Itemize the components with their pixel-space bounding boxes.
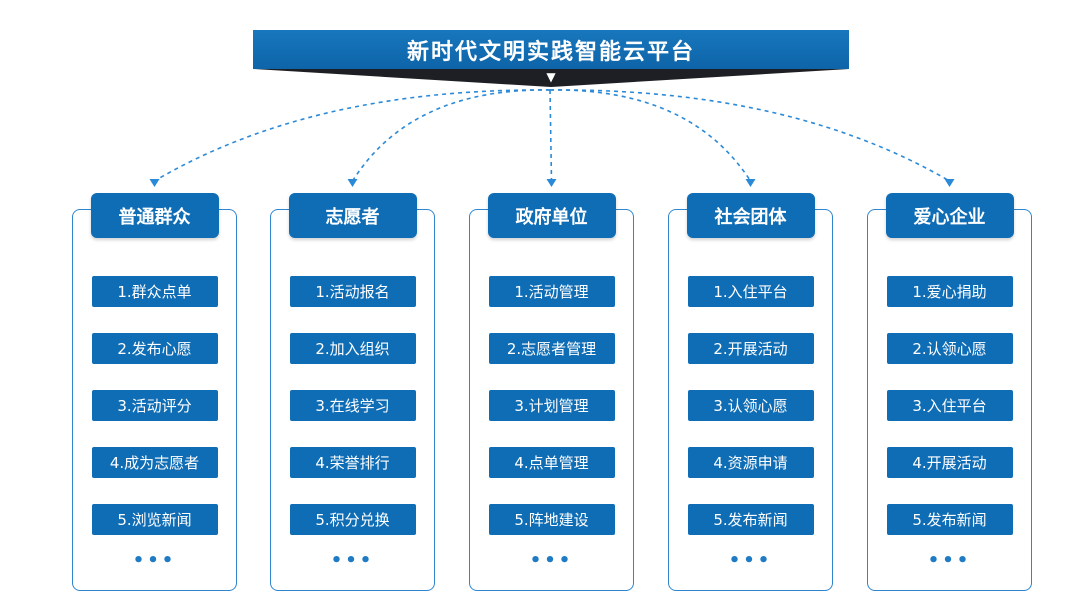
dashed-connector: [549, 89, 553, 182]
dashed-connector: [154, 89, 551, 182]
feature-item: 3.入住平台: [886, 390, 1013, 421]
triangle-down-icon: ▼: [546, 70, 556, 84]
role-header: 普通群众: [90, 193, 219, 238]
more-items-ellipsis: •••: [330, 550, 375, 571]
arrow-down-icon: [347, 179, 358, 187]
platform-title: 新时代文明实践智能云平台: [406, 39, 695, 65]
dashed-connector: [549, 89, 950, 182]
role-header: 社会团体: [686, 193, 815, 238]
feature-item: 2.开展活动: [687, 333, 814, 364]
feature-item: 3.活动评分: [91, 390, 218, 421]
feature-item: 2.认领心愿: [886, 333, 1013, 364]
arrow-down-icon: [944, 179, 955, 187]
feature-item: 3.认领心愿: [687, 390, 814, 421]
feature-item: 4.资源申请: [687, 447, 814, 478]
feature-item: 2.志愿者管理: [488, 333, 615, 364]
arrow-down-icon: [745, 179, 756, 187]
role-header: 政府单位: [487, 193, 616, 238]
feature-item: 5.阵地建设: [488, 504, 615, 535]
arrow-down-icon: [149, 179, 160, 187]
feature-item: 3.计划管理: [488, 390, 615, 421]
feature-item: 1.活动管理: [488, 276, 615, 307]
more-items-ellipsis: •••: [728, 550, 773, 571]
feature-item: 4.荣誉排行: [289, 447, 416, 478]
platform-title-banner: 新时代文明实践智能云平台: [253, 30, 849, 69]
feature-item: 4.成为志愿者: [91, 447, 218, 478]
feature-item: 1.入住平台: [687, 276, 814, 307]
feature-item: 5.发布新闻: [687, 504, 814, 535]
arrow-down-icon: [546, 179, 557, 187]
feature-item: 1.群众点单: [91, 276, 218, 307]
more-items-ellipsis: •••: [529, 550, 574, 571]
more-items-ellipsis: •••: [927, 550, 972, 571]
feature-item: 5.发布新闻: [886, 504, 1013, 535]
role-header: 志愿者: [288, 193, 417, 238]
feature-item: 5.积分兑换: [289, 504, 416, 535]
feature-item: 1.爱心捐助: [886, 276, 1013, 307]
feature-item: 5.浏览新闻: [91, 504, 218, 535]
role-header: 爱心企业: [885, 193, 1014, 238]
feature-item: 2.发布心愿: [91, 333, 218, 364]
feature-item: 4.开展活动: [886, 447, 1013, 478]
dashed-connector: [351, 89, 551, 182]
more-items-ellipsis: •••: [132, 550, 177, 571]
feature-item: 2.加入组织: [289, 333, 416, 364]
feature-item: 3.在线学习: [289, 390, 416, 421]
feature-item: 1.活动报名: [289, 276, 416, 307]
dashed-connector: [549, 89, 752, 182]
feature-item: 4.点单管理: [488, 447, 615, 478]
